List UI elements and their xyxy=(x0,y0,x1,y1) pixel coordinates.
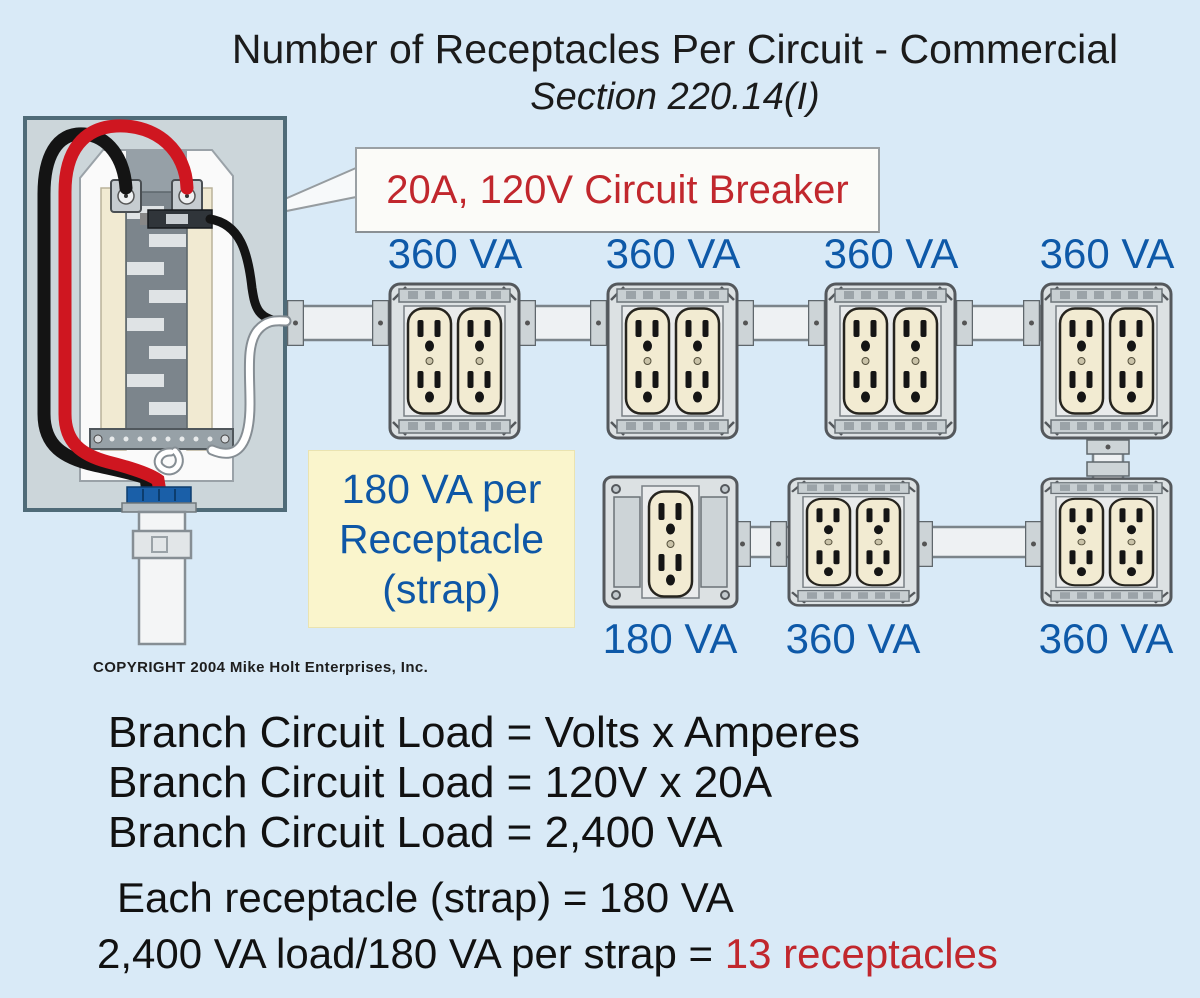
outlet-box-bottom-1 xyxy=(602,475,739,609)
note-180va-per-receptacle: 180 VA per Receptacle (strap) xyxy=(308,450,575,628)
conduit-segment xyxy=(913,522,1045,567)
va-label-top-1: 360 VA xyxy=(387,230,523,277)
outlet-box-bottom-2 xyxy=(789,479,918,606)
branch-circuit-equations: Branch Circuit Load = Volts x Amperes Br… xyxy=(108,708,860,858)
va-label-bottom-2: 360 VA xyxy=(785,615,921,662)
outlet-box-top-2 xyxy=(608,284,737,438)
conduit-run-top xyxy=(284,301,1043,346)
va-label-top-2: 360 VA xyxy=(605,230,741,277)
callout-text: 20A, 120V Circuit Breaker xyxy=(386,167,849,212)
conduit-vertical xyxy=(1086,432,1130,484)
summary-line1: Each receptacle (strap) = 180 VA xyxy=(117,874,734,921)
page-title: Number of Receptacles Per Circuit - Comm… xyxy=(145,24,1200,120)
va-label-top-3: 360 VA xyxy=(823,230,959,277)
note-line3: (strap) xyxy=(382,566,501,612)
summary-line2-result: 13 receptacles xyxy=(724,930,998,977)
note-line2: Receptacle xyxy=(338,516,545,562)
wire-red xyxy=(58,119,194,499)
equation-line: Branch Circuit Load = Volts x Amperes xyxy=(108,708,861,757)
summary-line2-black: 2,400 VA load/180 VA per strap = xyxy=(97,930,725,977)
outlet-box-top-4 xyxy=(1042,284,1171,438)
copyright-text: COPYRIGHT 2004 Mike Holt Enterprises, In… xyxy=(93,659,429,676)
diagram-canvas xyxy=(23,116,1200,646)
title-line2: Section 220.14(I) xyxy=(530,76,820,118)
conduit-run-bottom xyxy=(731,522,1045,567)
conduit-segment xyxy=(516,301,610,346)
breaker-panel-illustration xyxy=(23,116,292,646)
neutral-bar xyxy=(89,428,234,450)
conduit-segment xyxy=(284,301,392,346)
conduit-segment xyxy=(734,301,828,346)
note-line1: 180 VA per xyxy=(341,466,542,512)
conduit-segment xyxy=(953,301,1043,346)
wire-breaker-black xyxy=(205,214,289,327)
wire-white-neutral xyxy=(153,315,292,476)
bus-bar xyxy=(125,191,188,433)
outlet-box-top-3 xyxy=(826,284,955,438)
equation-line: Branch Circuit Load = 120V x 20A xyxy=(108,758,773,807)
title-line1: Number of Receptacles Per Circuit - Comm… xyxy=(231,26,1119,72)
va-label-bottom-3: 360 VA xyxy=(1038,615,1174,662)
panel-bottom-conduit xyxy=(121,486,197,646)
outlet-box-top-1 xyxy=(390,284,519,438)
summary-line2: 2,400 VA load/180 VA per strap = 13 rece… xyxy=(97,930,998,978)
conduit-segment xyxy=(731,522,793,567)
equation-line: Branch Circuit Load = 2,400 VA xyxy=(108,808,723,857)
va-label-top-4: 360 VA xyxy=(1039,230,1175,277)
outlet-box-bottom-3 xyxy=(1042,479,1171,606)
callout-circuit-breaker: 20A, 120V Circuit Breaker xyxy=(355,147,880,233)
va-label-bottom-1: 180 VA xyxy=(602,615,738,662)
circuit-breaker xyxy=(140,209,213,229)
